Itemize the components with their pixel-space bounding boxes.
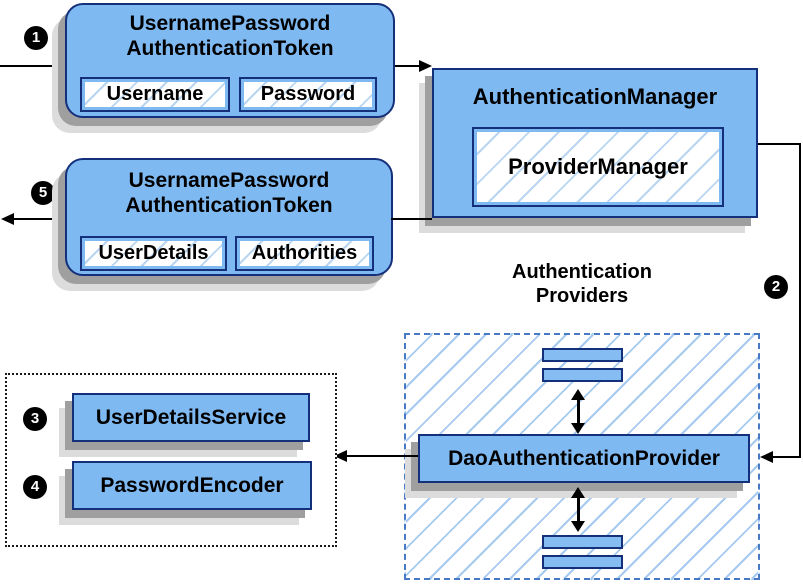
provider-manager-box: ProviderManager — [472, 127, 724, 207]
provider-stack-top-bar-2 — [542, 368, 623, 382]
step2-connector-bottom — [772, 456, 801, 458]
authorities-field-label: Authorities — [251, 242, 358, 264]
step3-badge: 3 — [23, 407, 47, 431]
double-arrow-top-up-icon — [571, 389, 585, 400]
step1-connector-line — [395, 65, 421, 67]
step2-number: 2 — [771, 278, 781, 295]
response-token-title-line2: AuthenticationToken — [125, 194, 333, 217]
authorities-field: Authorities — [235, 236, 374, 271]
authentication-manager-title: AuthenticationManager — [472, 84, 718, 109]
dependencies-arrowhead-icon — [334, 450, 347, 462]
step4-number: 4 — [30, 478, 40, 495]
double-arrow-top-shaft — [577, 398, 580, 426]
authentication-providers-label: Authentication Providers — [404, 260, 760, 308]
double-arrow-bottom-up-icon — [571, 487, 585, 498]
step5-connector-line — [10, 218, 65, 220]
password-field-label: Password — [260, 83, 356, 105]
authentication-providers-label-line2: Providers — [535, 285, 629, 307]
step5-feed-line — [391, 218, 432, 220]
password-encoder-label: PasswordEncoder — [100, 473, 284, 497]
provider-stack-bottom-bar-2 — [542, 555, 623, 569]
step5-number: 5 — [38, 184, 48, 201]
double-arrow-bottom-shaft — [577, 496, 580, 524]
step1-incoming-line — [0, 65, 66, 67]
dependencies-connector-line — [345, 455, 418, 457]
step5-badge: 5 — [31, 181, 55, 205]
password-field: Password — [239, 77, 377, 112]
userdetails-field: UserDetails — [80, 236, 227, 271]
request-token-box: UsernamePassword AuthenticationToken Use… — [65, 3, 395, 118]
step2-connector-top — [758, 143, 801, 145]
step1-badge: 1 — [24, 26, 48, 50]
dao-authentication-provider-label: DaoAuthenticationProvider — [448, 446, 720, 470]
response-token-box: UsernamePassword AuthenticationToken Use… — [65, 158, 393, 276]
response-token-title-line1: UsernamePassword — [128, 169, 330, 192]
step3-number: 3 — [30, 410, 40, 427]
step4-badge: 4 — [23, 475, 47, 499]
step1-number: 1 — [31, 29, 41, 46]
step2-arrowhead-icon — [760, 451, 773, 463]
step1-arrowhead-icon — [419, 60, 432, 72]
provider-manager-label: ProviderManager — [508, 154, 688, 179]
authentication-manager-box: AuthenticationManager ProviderManager — [432, 68, 758, 218]
authentication-providers-label-line1: Authentication — [512, 261, 652, 283]
double-arrow-top-down-icon — [571, 423, 585, 434]
step2-connector-vertical — [799, 143, 801, 458]
response-token-title: UsernamePassword AuthenticationToken — [67, 168, 391, 218]
userdetails-field-label: UserDetails — [98, 242, 209, 264]
step5-arrowhead-icon — [1, 213, 14, 225]
request-token-title: UsernamePassword AuthenticationToken — [67, 11, 393, 61]
dao-authentication-provider-box: DaoAuthenticationProvider — [418, 434, 750, 483]
user-details-service-label: UserDetailsService — [95, 405, 287, 429]
username-field: Username — [80, 77, 230, 112]
username-field-label: Username — [106, 83, 204, 105]
request-token-title-line1: UsernamePassword — [129, 12, 331, 35]
double-arrow-bottom-down-icon — [571, 521, 585, 532]
password-encoder-box: PasswordEncoder — [72, 461, 312, 510]
step2-badge: 2 — [764, 275, 788, 299]
provider-stack-top-bar-1 — [542, 348, 623, 362]
provider-stack-bottom-bar-1 — [542, 535, 623, 549]
user-details-service-box: UserDetailsService — [72, 393, 310, 442]
request-token-title-line2: AuthenticationToken — [126, 37, 334, 60]
